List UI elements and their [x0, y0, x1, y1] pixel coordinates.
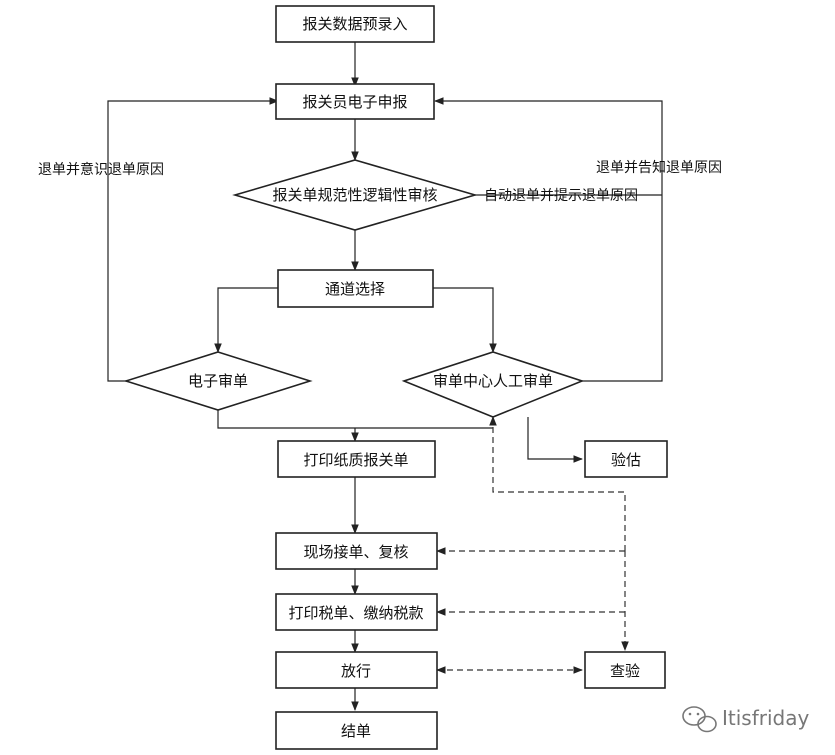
node-inspection-label: 查验 — [610, 662, 640, 680]
node-print-form-label: 打印纸质报关单 — [303, 451, 408, 469]
node-declare-label: 报关员电子申报 — [302, 93, 407, 111]
node-release: 放行 — [275, 651, 438, 689]
node-tax: 打印税单、缴纳税款 — [275, 593, 438, 631]
node-close-label: 结单 — [341, 722, 371, 740]
dashed-edge-to-manual — [489, 416, 626, 551]
node-tax-label: 打印税单、缴纳税款 — [288, 604, 423, 622]
node-channel-label: 通道选择 — [325, 280, 385, 298]
node-print-form: 打印纸质报关单 — [277, 440, 436, 478]
right-return-label: 退单并告知退单原因 — [596, 159, 722, 176]
node-manual-review: 审单中心人工审单 — [401, 351, 585, 418]
node-e-review: 电子审单 — [123, 351, 313, 411]
node-valuation: 验估 — [584, 440, 668, 478]
node-manual-review-label: 审单中心人工审单 — [433, 372, 553, 390]
wechat-icon — [682, 706, 717, 733]
edges — [107, 42, 663, 711]
node-receive-label: 现场接单、复核 — [303, 543, 408, 561]
edge-channel-ereview — [214, 287, 278, 353]
node-prerecord: 报关数据预录入 — [275, 5, 435, 43]
edge-channel-manual — [433, 287, 497, 353]
node-inspection: 查验 — [584, 651, 666, 689]
node-receive: 现场接单、复核 — [275, 532, 438, 570]
watermark-text: Itisfriday — [722, 706, 809, 730]
node-valuation-label: 验估 — [611, 451, 641, 469]
node-prerecord-label: 报关数据预录入 — [302, 15, 407, 33]
edge-ereview-return — [107, 97, 279, 382]
edge-manual-valuation — [527, 417, 583, 463]
node-check: 报关单规范性逻辑性审核 — [232, 159, 478, 231]
left-return-label: 退单并意识退单原因 — [38, 161, 164, 178]
dashed-edges — [436, 416, 629, 674]
node-check-label: 报关单规范性逻辑性审核 — [272, 186, 437, 204]
auto-return-label: 自动退单并提示退单原因 — [484, 188, 638, 204]
node-release-label: 放行 — [341, 662, 371, 680]
edge-ereview-merge — [217, 410, 493, 429]
edge-manual-return — [434, 97, 663, 382]
node-e-review-label: 电子审单 — [188, 372, 248, 390]
node-declare: 报关员电子申报 — [275, 83, 435, 120]
node-channel: 通道选择 — [277, 269, 434, 308]
watermark: Itisfriday — [682, 706, 809, 733]
node-close: 结单 — [275, 711, 438, 750]
